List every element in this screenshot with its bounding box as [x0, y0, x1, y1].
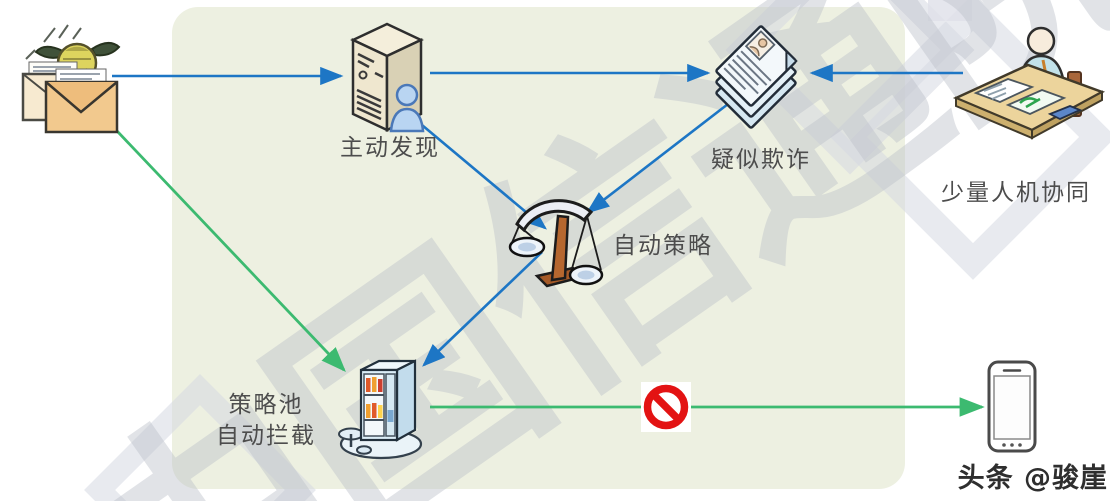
balance-scale-icon: [508, 199, 604, 288]
label-auto-strategy: 自动策略: [613, 233, 713, 259]
spam-mail-icon: [21, 24, 121, 134]
label-human-machine: 少量人机协同: [941, 180, 1091, 206]
label-active-discovery: 主动发现: [340, 135, 440, 161]
label-suspected-fraud: 疑似欺诈: [711, 147, 811, 173]
label-strategy-pool-line1: 策略池: [228, 392, 304, 418]
cabinet-icon: [338, 359, 423, 460]
label-strategy-pool-line2: 自动拦截: [216, 423, 316, 449]
smartphone-icon: [987, 360, 1037, 453]
watermark-stamp: [928, 0, 972, 21]
no-entry-sign: [641, 382, 691, 432]
credit-watermark: 头条 @骏崖: [957, 463, 1108, 494]
server-icon: [350, 22, 425, 133]
person-desk-icon: [952, 26, 1106, 140]
documents-stack-icon: [715, 25, 798, 129]
